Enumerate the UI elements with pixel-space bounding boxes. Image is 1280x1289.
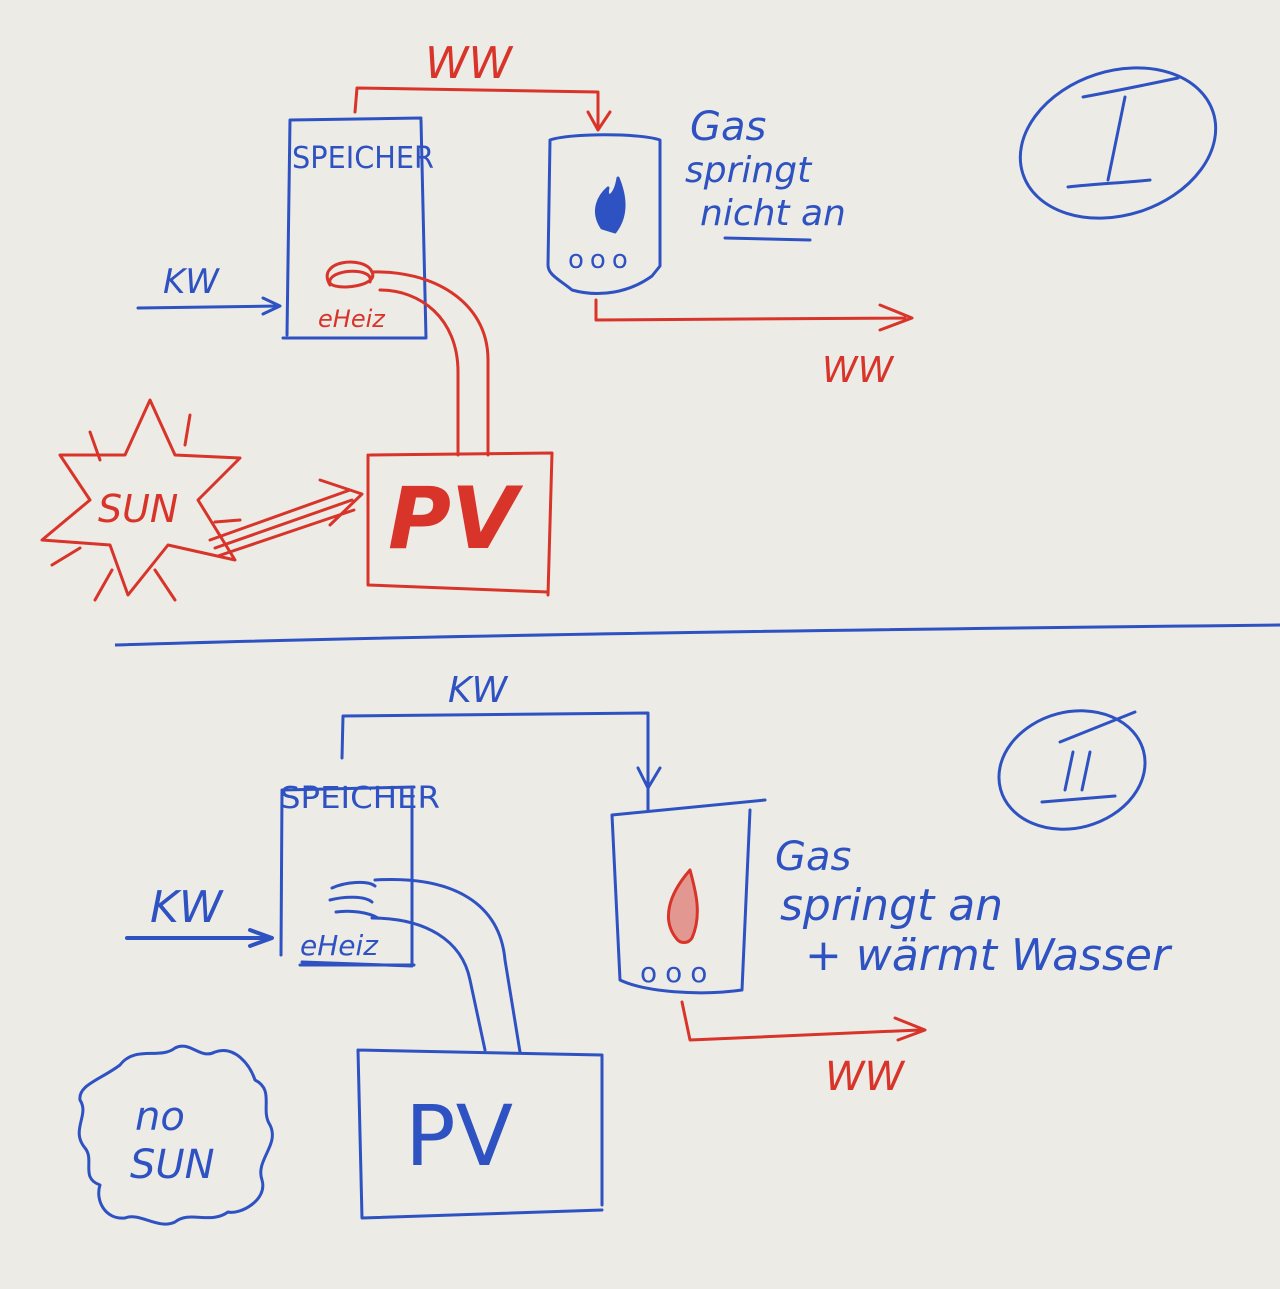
ww-outlet-pipe bbox=[680, 1000, 927, 1042]
ww-outlet-label: WW bbox=[825, 1054, 906, 1100]
sun-rays bbox=[208, 478, 364, 558]
pv-panel bbox=[356, 1048, 604, 1220]
scenario-2-marker: II bbox=[997, 709, 1147, 831]
gas-note-line-3: nicht an bbox=[700, 193, 846, 234]
gas-note-line-2: springt bbox=[685, 150, 813, 191]
gas-note-line-1: Gas bbox=[690, 104, 766, 150]
kw-inlet-arrow bbox=[136, 296, 282, 316]
scenario-1: I WW SPEICHER KW eHeiz ooo Gas springt n… bbox=[40, 38, 1218, 602]
kw-top-pipe bbox=[340, 711, 650, 812]
burner-dots: ooo bbox=[568, 245, 634, 275]
heater-coil bbox=[325, 260, 375, 289]
kw-inlet-label: KW bbox=[163, 262, 220, 302]
kw-inlet-arrow bbox=[125, 928, 274, 948]
ww-outlet-pipe bbox=[594, 298, 914, 332]
kw-top-arrow bbox=[636, 766, 662, 790]
flame-icon bbox=[667, 868, 699, 944]
burner-dots: ooo bbox=[640, 956, 715, 989]
heater-label: eHeiz bbox=[318, 305, 386, 333]
sun-outline-extra bbox=[50, 413, 242, 602]
sun-label: SUN bbox=[98, 487, 178, 531]
gas-note-line-1: Gas bbox=[775, 834, 851, 880]
gas-heater bbox=[610, 798, 767, 995]
storage-tank bbox=[281, 116, 428, 340]
heater-cable bbox=[370, 270, 490, 457]
ww-outlet-label: WW bbox=[822, 350, 895, 391]
heater-underline bbox=[300, 960, 414, 968]
scenario-2: II KW SPEICHER KW eHeiz ooo Gas springt … bbox=[77, 670, 1173, 1226]
kw-inlet-label: KW bbox=[150, 882, 224, 933]
pv-label: PV bbox=[388, 469, 524, 569]
gas-note-line-2: springt an bbox=[780, 880, 1003, 931]
heater-label: eHeiz bbox=[300, 929, 379, 962]
heater-cable bbox=[370, 877, 522, 1054]
ww-top-label: WW bbox=[425, 38, 514, 89]
sun-icon bbox=[40, 398, 242, 597]
ww-top-arrow bbox=[586, 110, 612, 132]
flame-icon bbox=[595, 176, 626, 234]
scenario-1-marker: I bbox=[1018, 66, 1218, 220]
cloud-label-line-1: no bbox=[135, 1094, 185, 1140]
gas-note-line-3: + wärmt Wasser bbox=[805, 930, 1173, 981]
gas-note-underline bbox=[723, 236, 812, 242]
scenario-divider bbox=[114, 623, 1280, 647]
pv-panel bbox=[366, 451, 554, 597]
cloud-icon bbox=[77, 1044, 274, 1226]
storage-tank bbox=[279, 785, 416, 967]
storage-label: SPEICHER bbox=[292, 141, 434, 176]
kw-top-label: KW bbox=[448, 670, 509, 711]
storage-label: SPEICHER bbox=[280, 781, 440, 816]
cloud-label-line-2: SUN bbox=[130, 1142, 215, 1188]
pv-label: PV bbox=[405, 1087, 513, 1185]
gas-heater bbox=[546, 133, 662, 296]
ww-top-pipe bbox=[353, 86, 600, 130]
